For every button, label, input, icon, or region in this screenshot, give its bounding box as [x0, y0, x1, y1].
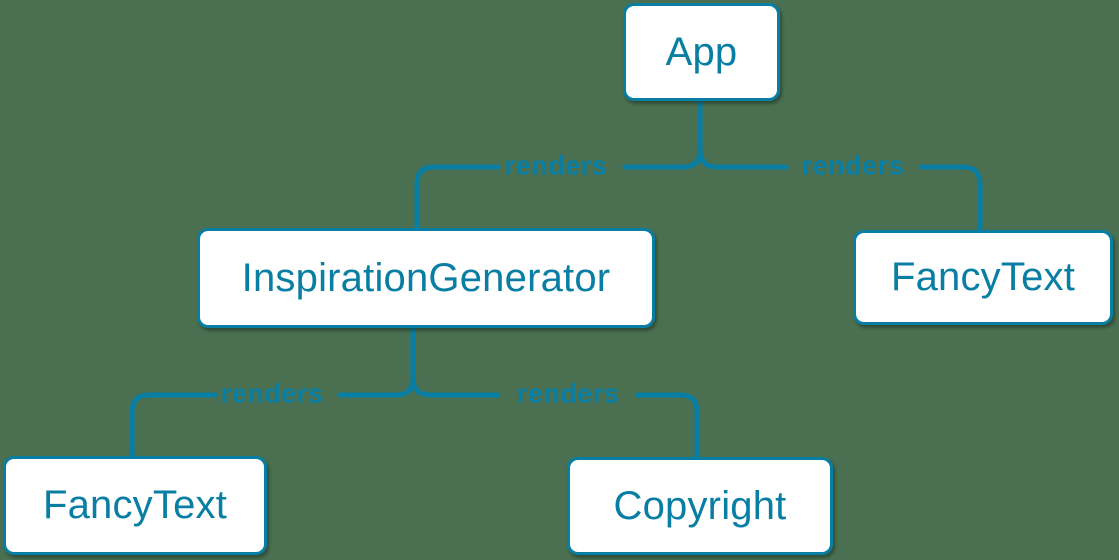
- node-fancy-text-bottom: FancyText: [3, 456, 267, 555]
- edge-label-renders: renders: [504, 150, 608, 181]
- node-label: InspirationGenerator: [241, 255, 611, 300]
- edge-inspirationgenerator-to-copyright: [410, 375, 700, 462]
- node-label: FancyText: [42, 483, 228, 527]
- edge-segment: [697, 147, 789, 170]
- edge-app-to-fancytext: [697, 147, 983, 235]
- edge-segment: [622, 98, 703, 170]
- edge-segment: [634, 392, 700, 462]
- node-app: App: [623, 3, 780, 101]
- node-label: FancyText: [890, 255, 1076, 299]
- node-label: Copyright: [613, 483, 787, 528]
- node-inspiration-generator: InspirationGenerator: [197, 228, 655, 328]
- edge-label-renders: renders: [220, 378, 324, 409]
- node-fancy-text-top: FancyText: [853, 230, 1113, 325]
- edge-segment: [414, 164, 501, 233]
- edge-segment: [337, 323, 416, 398]
- edge-label-renders: renders: [801, 150, 905, 181]
- edge-label-renders: renders: [516, 378, 620, 409]
- edge-segment: [129, 392, 218, 461]
- node-label: App: [665, 29, 738, 74]
- edge-segment: [410, 375, 501, 398]
- node-copyright: Copyright: [567, 457, 833, 555]
- edge-segment: [918, 164, 983, 235]
